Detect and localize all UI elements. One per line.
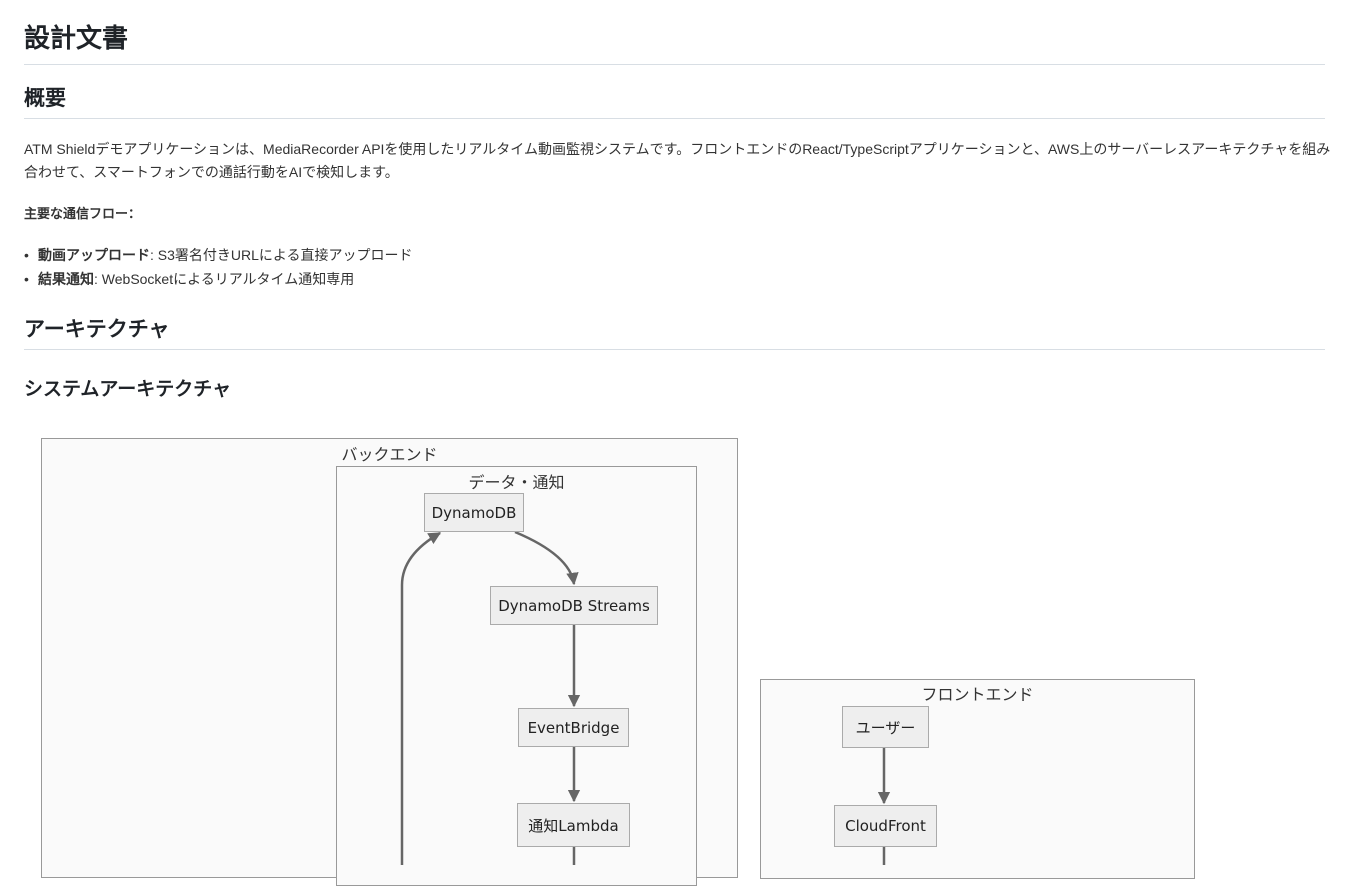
cluster-label: バックエンド [341,445,438,464]
diagram-edges [400,530,891,865]
frontend-cluster: フロントエンド [760,679,1195,879]
flow-list: 動画アップロード: S3署名付きURLによる直接アップロード 結果通知: Web… [24,243,413,291]
overview-heading: 概要 [24,84,1325,119]
cluster-label: データ・通知 [468,473,565,492]
page-title: 設計文書 [24,20,1325,65]
node-dynamodb[interactable]: DynamoDB [424,493,524,532]
node-eventbridge[interactable]: EventBridge [518,708,629,747]
item-term: 結果通知 [38,271,94,287]
node-cloudfront[interactable]: CloudFront [834,805,937,847]
cluster-label: フロントエンド [921,685,1034,704]
overview-paragraph: ATM Shieldデモアプリケーションは、MediaRecorder APIを… [24,141,1331,180]
node-dynamodb-streams[interactable]: DynamoDB Streams [490,586,658,625]
flow-label: 主要な通信フロー： [24,206,142,221]
list-item: 結果通知: WebSocketによるリアルタイム通知専用 [24,267,413,291]
item-term: 動画アップロード [38,247,150,263]
system-architecture-heading: システムアーキテクチャ [24,379,232,400]
edge [400,531,442,865]
data-notify-cluster: データ・通知 [336,466,697,886]
edge [514,530,579,586]
list-item: 動画アップロード: S3署名付きURLによる直接アップロード [24,243,413,267]
node-user[interactable]: ユーザー [842,706,929,748]
item-desc: : WebSocketによるリアルタイム通知専用 [94,271,355,287]
node-notify-lambda[interactable]: 通知Lambda [517,803,630,847]
architecture-heading: アーキテクチャ [24,315,1325,350]
item-desc: : S3署名付きURLによる直接アップロード [150,247,413,263]
